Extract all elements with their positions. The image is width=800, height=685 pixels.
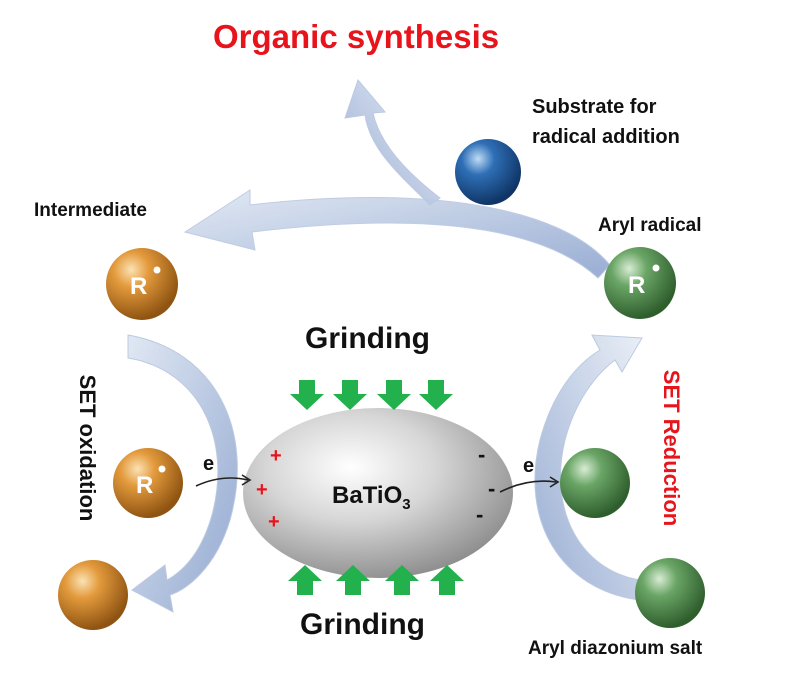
radical-letter: R [130, 273, 147, 300]
grinding-bottom-label: Grinding [300, 608, 425, 641]
plus-sign: + [268, 511, 280, 533]
green-arrow-icon [419, 380, 453, 410]
catalyst-label: BaTiO3 [332, 482, 411, 513]
substrate-label: Substrate for radical addition [532, 96, 680, 148]
green-arrow-icon [385, 565, 419, 595]
diagram-title: Organic synthesis [213, 18, 500, 55]
curved-arrow-icon [534, 334, 643, 601]
green-arrow-icon [333, 380, 367, 410]
electron-label: e [203, 453, 214, 475]
set-oxidation-label: SET oxidation [75, 374, 100, 522]
green-arrow-icon [290, 380, 324, 410]
sphere-icon [113, 448, 183, 518]
electron-arrow-left [195, 477, 249, 487]
intermediate-label: Intermediate [34, 200, 147, 221]
sphere-icon [106, 248, 178, 320]
sphere-icon [604, 247, 676, 319]
green-arrow-icon [377, 380, 411, 410]
grinding-top-label: Grinding [305, 322, 430, 355]
sphere-icon [455, 139, 521, 205]
aryl-radical-label: Aryl radical [598, 215, 702, 236]
green-arrow-icon [430, 565, 464, 595]
electron-arrow-right [499, 480, 557, 493]
radical-letter: R [136, 472, 153, 499]
aryl-diazonium-label: Aryl diazonium salt [528, 638, 703, 659]
radical-dot [153, 266, 161, 274]
curved-arrow-icon [183, 189, 611, 279]
grind-arrows-bottom [288, 565, 464, 595]
green-arrow-icon [288, 565, 322, 595]
minus-sign: - [478, 442, 485, 467]
set-reduction-label: SET Reduction [659, 369, 684, 527]
sphere-icon [58, 560, 128, 630]
minus-sign: - [476, 502, 483, 527]
plus-sign: + [256, 479, 268, 501]
sphere-icon [560, 448, 630, 518]
minus-sign: - [488, 476, 495, 501]
sphere-icon [635, 558, 705, 628]
curved-arrow-icon [344, 79, 441, 206]
catalyst-particle [243, 408, 513, 578]
radical-letter: R [628, 272, 645, 299]
radical-dot [652, 264, 660, 272]
radical-dot [158, 465, 166, 473]
curved-arrow-icon [127, 334, 238, 613]
plus-sign: + [270, 445, 282, 467]
green-arrow-icon [336, 565, 370, 595]
grind-arrows-top [290, 380, 453, 410]
electron-label: e [523, 455, 534, 477]
